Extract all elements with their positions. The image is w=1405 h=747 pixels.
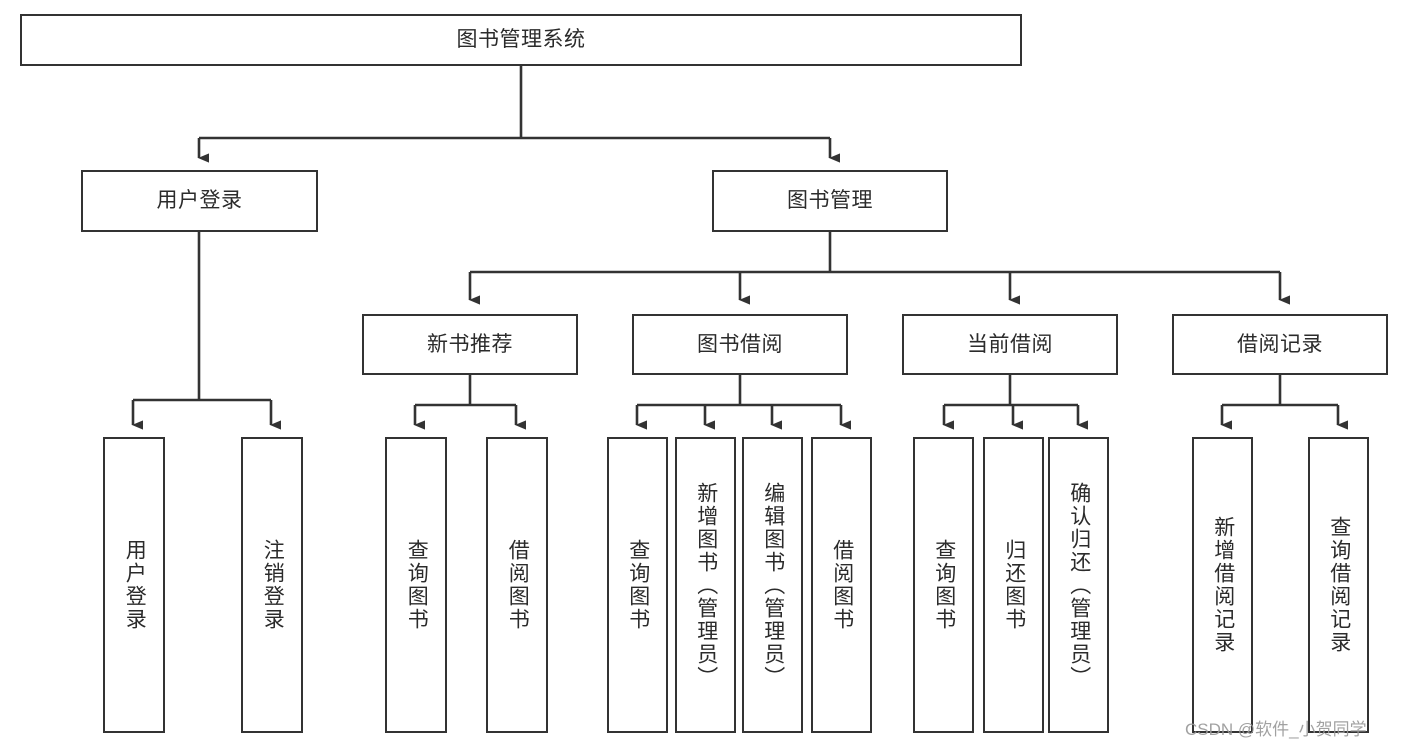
leaf-label: 用户登录 [123,539,147,631]
node-user-login[interactable]: 用户登录 [81,170,318,232]
node-label: 图书管理 [787,189,873,213]
leaf-label: 编辑图书（管理员） [761,481,785,689]
leaf-label: 查询图书 [932,539,956,631]
node-label: 用户登录 [156,189,243,213]
leaf-return-books[interactable]: 归还图书 [983,437,1044,733]
leaf-confirm-return-admin[interactable]: 确认归还（管理员） [1048,437,1109,733]
node-label: 新书推荐 [427,332,513,356]
leaf-label: 归还图书 [1002,539,1026,631]
leaf-label: 新增借阅记录 [1211,516,1235,654]
node-borrowing-records[interactable]: 借阅记录 [1172,314,1388,375]
leaf-query-books-recommend[interactable]: 查询图书 [385,437,447,733]
leaf-label: 新增图书（管理员） [694,481,718,689]
node-book-borrowing[interactable]: 图书借阅 [632,314,848,375]
leaf-label: 查询图书 [405,539,429,631]
node-label: 图书借阅 [697,332,783,356]
leaf-user-login[interactable]: 用户登录 [103,437,165,733]
node-book-management[interactable]: 图书管理 [712,170,948,232]
node-current-borrowing[interactable]: 当前借阅 [902,314,1118,375]
leaf-label: 确认归还（管理员） [1067,481,1091,689]
leaf-logout[interactable]: 注销登录 [241,437,303,733]
leaf-label: 注销登录 [261,539,285,631]
leaf-query-borrow-record[interactable]: 查询借阅记录 [1308,437,1369,733]
leaf-query-books-current[interactable]: 查询图书 [913,437,974,733]
leaf-label: 借阅图书 [506,539,530,631]
leaf-add-book-admin[interactable]: 新增图书（管理员） [675,437,736,733]
leaf-add-borrow-record[interactable]: 新增借阅记录 [1192,437,1253,733]
leaf-query-books-borrow[interactable]: 查询图书 [607,437,668,733]
node-label: 借阅记录 [1237,332,1323,356]
node-label: 当前借阅 [967,332,1053,356]
leaf-borrow-books[interactable]: 借阅图书 [811,437,872,733]
leaf-label: 借阅图书 [830,539,854,631]
leaf-edit-book-admin[interactable]: 编辑图书（管理员） [742,437,803,733]
node-root-book-management-system[interactable]: 图书管理系统 [20,14,1022,66]
watermark-text: CSDN @软件_小贺同学 [1185,720,1367,739]
node-new-book-recommendation[interactable]: 新书推荐 [362,314,578,375]
leaf-label: 查询借阅记录 [1327,516,1351,654]
node-label: 图书管理系统 [456,28,586,52]
leaf-borrow-books-recommend[interactable]: 借阅图书 [486,437,548,733]
leaf-label: 查询图书 [626,539,650,631]
